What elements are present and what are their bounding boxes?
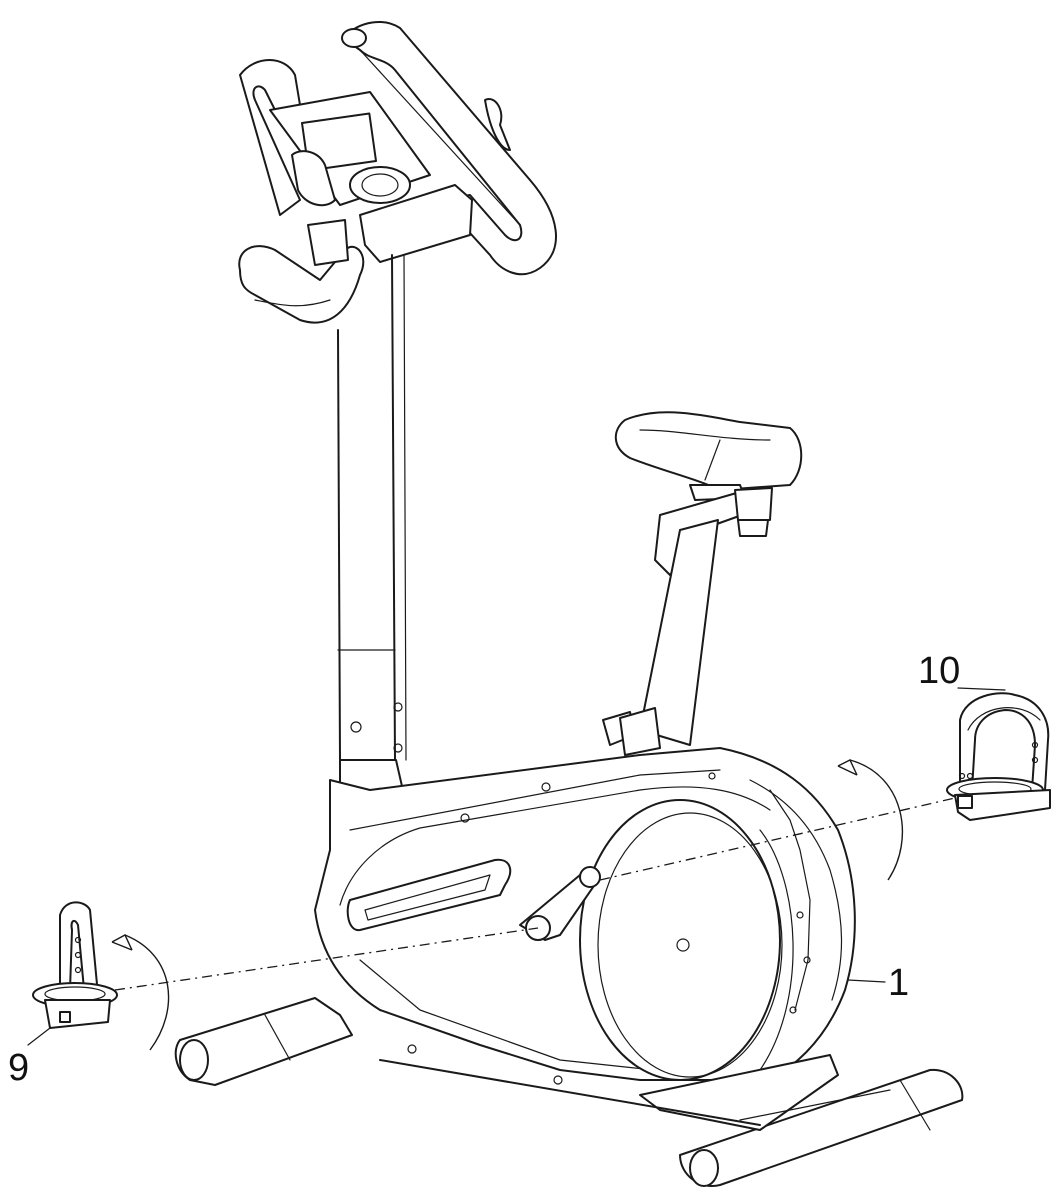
seat-assembly [602,411,803,756]
base [174,997,964,1187]
callout-part-1: 1 [847,962,909,1004]
right-pedal [946,687,1051,821]
callout-part-10: 10 [918,650,960,692]
left-pedal [27,901,118,1046]
frame-body [314,747,856,1115]
callout-label-1: 1 [888,962,909,1004]
mast [337,254,431,819]
callout-label-10: 10 [918,650,960,692]
callout-label-9: 9 [8,1047,29,1089]
rotation-arrow-left [111,934,170,1051]
pedal-axis-lines [114,797,956,991]
callout-part-9: 9 [8,1047,29,1089]
handlebar-assembly [238,21,557,324]
rotation-arrow-right [837,759,904,881]
